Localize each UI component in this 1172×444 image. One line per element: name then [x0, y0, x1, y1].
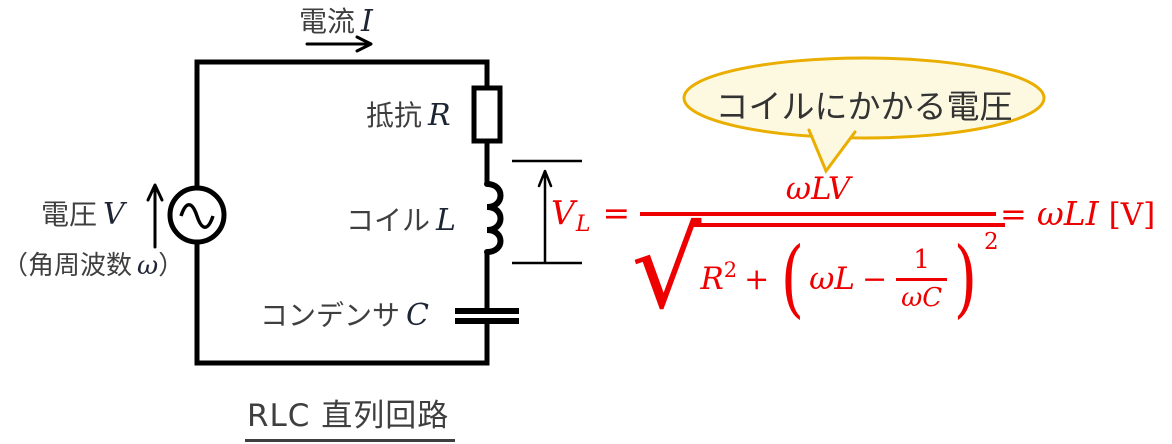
inner-fraction-denominator: ωC — [896, 278, 948, 313]
radical-sign-icon: √ — [631, 205, 702, 333]
inductor-symbol — [484, 181, 504, 255]
voltage-label-jp: 電圧 — [41, 198, 98, 231]
voltage-variable: V — [103, 197, 125, 232]
coil-variable: L — [436, 203, 456, 238]
resistor-symbol — [471, 85, 503, 144]
voltage-arrow-icon — [146, 183, 164, 249]
den-omega-l: ωL — [809, 261, 855, 297]
current-label: 電流 I — [299, 0, 373, 40]
vl-arrow-icon — [537, 169, 553, 264]
den-minus: − — [861, 261, 888, 297]
sine-wave-icon — [179, 203, 215, 229]
angular-frequency-label: （角周波数 ω ） — [2, 245, 184, 282]
den-plus: + — [744, 261, 770, 297]
inner-fraction-numerator: 1 — [913, 245, 930, 275]
capacitor-variable: C — [406, 298, 429, 333]
outer-superscript: 2 — [984, 229, 999, 255]
speech-bubble-text: コイルにかかる電圧 — [715, 87, 1013, 126]
formula-equals-1: = — [602, 193, 631, 232]
formula-lhs-subscript: L — [575, 212, 591, 237]
speech-bubble — [682, 56, 1046, 140]
inner-fraction: 1 ωC — [896, 245, 948, 313]
coil-label-jp: コイル — [346, 204, 431, 237]
angular-frequency-label-close: ） — [158, 251, 185, 281]
fraction-bar — [640, 212, 996, 216]
angular-frequency-variable: ω — [137, 251, 159, 281]
resistor-label-jp: 抵抗 — [366, 99, 423, 132]
formula-unit: [V] — [1108, 197, 1156, 233]
formula-numerator: ωLV — [785, 171, 851, 207]
paren-close: ) — [953, 229, 978, 328]
current-variable: I — [361, 4, 373, 39]
voltage-label: 電圧 V — [41, 193, 125, 233]
paren-open: ( — [780, 229, 805, 328]
coil-label: コイル L — [346, 199, 456, 239]
den-r: R — [700, 261, 724, 297]
current-arrow-icon — [305, 35, 373, 53]
formula-rhs-expression: ωLI — [1036, 194, 1099, 233]
angular-frequency-label-open: （角周波数 — [2, 251, 133, 281]
resistor-variable: R — [428, 98, 451, 133]
capacitor-label: コンデンサ C — [260, 294, 429, 334]
wire-top-left — [194, 59, 490, 188]
formula-equals-2: = — [1000, 195, 1027, 233]
wire-bottom — [194, 243, 490, 366]
current-label-jp: 電流 — [299, 5, 356, 38]
resistor-label: 抵抗 R — [366, 94, 451, 134]
capacitor-label-jp: コンデンサ — [260, 299, 401, 332]
den-r-sup: 2 — [723, 258, 738, 282]
formula-lhs-variable: V — [551, 193, 575, 232]
figure-caption: RLC 直列回路 — [245, 390, 456, 442]
formula-rhs: = ωLI [V] — [1000, 194, 1155, 233]
speech-bubble-tail — [807, 128, 857, 175]
